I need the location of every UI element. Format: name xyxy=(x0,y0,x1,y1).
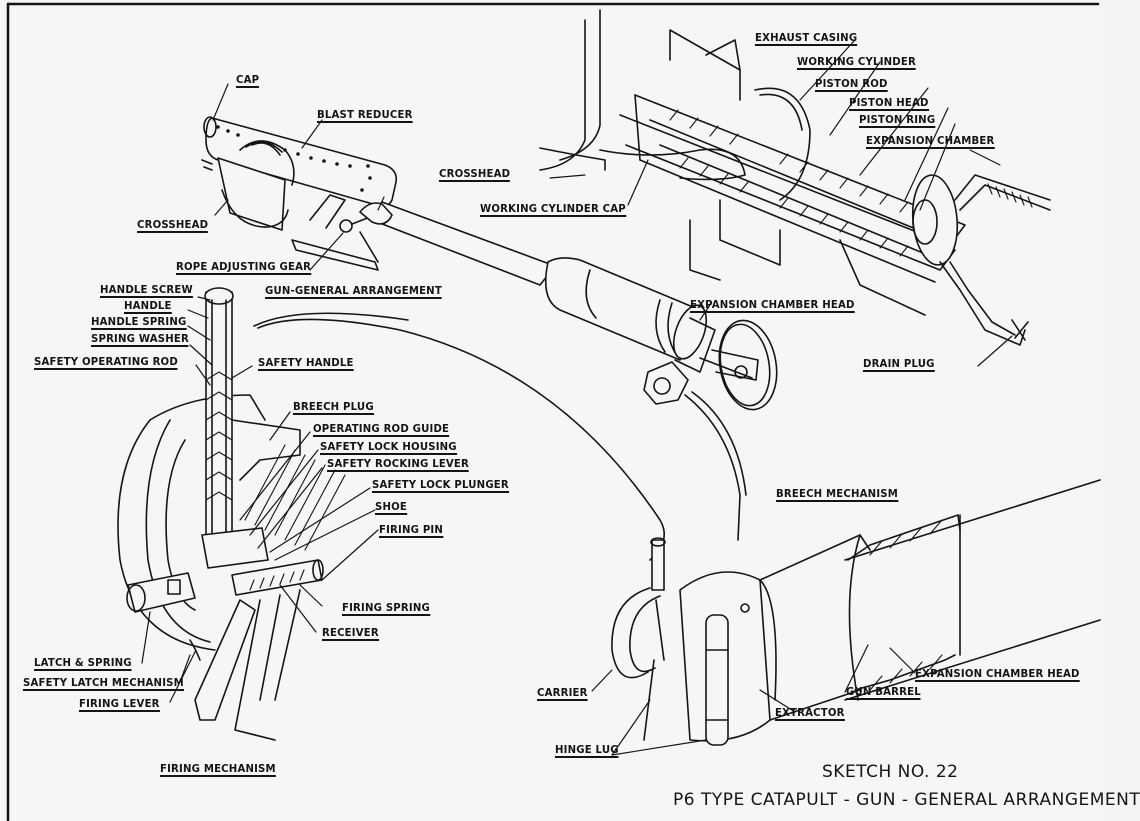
blast-reducer-drawing xyxy=(203,116,398,208)
label-firing-lever: FIRING LEVER xyxy=(79,697,160,712)
working-cylinder-drawing xyxy=(539,9,1051,346)
label-receiver: RECEIVER xyxy=(322,626,379,641)
section-title-breech-mechanism: BREECH MECHANISM xyxy=(776,487,899,502)
label-expansion-chamber-head-bottom: EXPANSION CHAMBER HEAD xyxy=(915,667,1080,682)
section-title-gun-general: GUN-GENERAL ARRANGEMENT xyxy=(265,284,442,299)
diagram-sheet: CAP BLAST REDUCER CROSSHEAD ROPE ADJUSTI… xyxy=(6,2,1140,821)
label-blast-reducer: BLAST REDUCER xyxy=(317,108,413,123)
label-hinge-lug: HINGE LUG xyxy=(555,743,619,758)
label-gun-barrel: GUN BARREL xyxy=(846,685,921,700)
label-piston-ring: PISTON RING xyxy=(859,113,936,128)
label-drain-plug: DRAIN PLUG xyxy=(863,357,935,372)
label-breech-plug: BREECH PLUG xyxy=(293,400,374,415)
label-safety-latch-mechanism: SAFETY LATCH MECHANISM xyxy=(23,676,184,691)
label-crosshead-left: CROSSHEAD xyxy=(137,218,209,233)
label-handle-spring: HANDLE SPRING xyxy=(91,315,187,330)
expansion-chamber-drawing xyxy=(544,257,778,411)
catapult-drawing xyxy=(6,2,1101,821)
label-latch-spring: LATCH & SPRING xyxy=(34,656,132,671)
label-handle-screw: HANDLE SCREW xyxy=(100,283,193,298)
label-shoe: SHOE xyxy=(375,500,408,515)
firing-mechanism-drawing xyxy=(117,287,346,741)
label-safety-rocking-lever: SAFETY ROCKING LEVER xyxy=(327,457,470,472)
label-piston-rod: PISTON ROD xyxy=(815,77,888,92)
label-handle: HANDLE xyxy=(124,299,172,314)
leader-lines xyxy=(141,39,1013,756)
label-safety-handle: SAFETY HANDLE xyxy=(258,356,354,371)
label-spring-washer: SPRING WASHER xyxy=(91,332,189,347)
sheet-title: P6 TYPE CATAPULT - GUN - GENERAL ARRANGE… xyxy=(673,790,1140,810)
label-extractor: EXTRACTOR xyxy=(775,706,845,721)
label-working-cylinder: WORKING CYLINDER xyxy=(797,55,916,70)
label-exhaust-casing: EXHAUST CASING xyxy=(755,31,858,46)
label-carrier: CARRIER xyxy=(537,686,588,701)
connector-curves xyxy=(253,312,747,561)
label-safety-lock-plunger: SAFETY LOCK PLUNGER xyxy=(372,478,509,493)
label-safety-lock-housing: SAFETY LOCK HOUSING xyxy=(320,440,457,455)
drain-plug-drawing xyxy=(1011,319,1029,341)
label-piston-head: PISTON HEAD xyxy=(849,96,929,111)
label-cap: CAP xyxy=(236,73,260,88)
section-title-firing-mechanism: FIRING MECHANISM xyxy=(160,762,276,777)
label-expansion-chamber: EXPANSION CHAMBER xyxy=(866,134,995,149)
label-safety-operating-rod: SAFETY OPERATING ROD xyxy=(34,355,178,370)
crosshead-drawing xyxy=(201,140,295,231)
breech-mechanism-drawing xyxy=(611,479,1101,746)
label-crosshead-right: CROSSHEAD xyxy=(439,167,511,182)
sketch-number: SKETCH NO. 22 xyxy=(822,762,959,782)
label-firing-pin: FIRING PIN xyxy=(379,523,444,538)
label-working-cylinder-cap: WORKING CYLINDER CAP xyxy=(480,202,626,217)
label-firing-spring: FIRING SPRING xyxy=(342,601,430,616)
label-rope-adjusting-gear: ROPE ADJUSTING GEAR xyxy=(176,260,312,275)
label-operating-rod-guide: OPERATING ROD GUIDE xyxy=(313,422,450,437)
label-expansion-chamber-head-top: EXPANSION CHAMBER HEAD xyxy=(690,298,855,313)
sheet-border xyxy=(6,2,1100,821)
gun-barrel-drawing xyxy=(359,201,556,286)
